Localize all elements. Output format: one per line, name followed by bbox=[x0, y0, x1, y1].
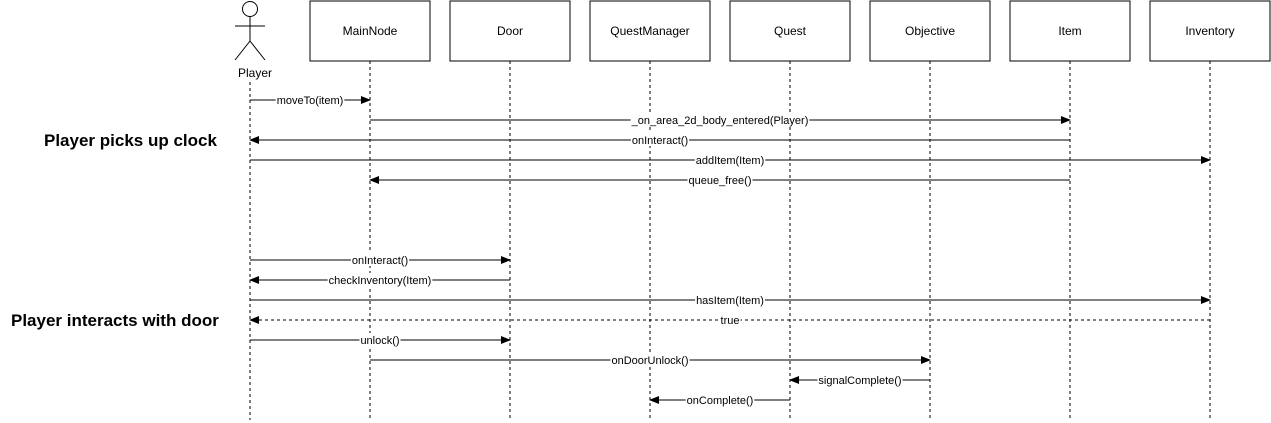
message-label-background bbox=[327, 273, 433, 286]
message-label: onInteract() bbox=[632, 135, 688, 147]
actor-objective: Objective bbox=[869, 0, 991, 62]
actor-label-objective: Objective bbox=[905, 24, 955, 38]
message-label-background bbox=[817, 373, 903, 386]
message-11: signalComplete() bbox=[789, 373, 930, 387]
actor-label-player: Player bbox=[238, 66, 272, 80]
message-label: hasItem(Item) bbox=[696, 295, 764, 307]
message-label-background bbox=[687, 173, 753, 186]
message-10: onDoorUnlock() bbox=[370, 353, 931, 367]
actor-label-mainnode: MainNode bbox=[343, 24, 398, 38]
actor-item: Item bbox=[1009, 0, 1131, 62]
actor-questmanager: QuestManager bbox=[589, 0, 711, 62]
message-label-background bbox=[350, 253, 410, 266]
stick-figure-head bbox=[242, 1, 258, 17]
actor-label-door: Door bbox=[497, 24, 523, 38]
message-label: checkInventory(Item) bbox=[329, 275, 432, 287]
actor-box-quest bbox=[729, 0, 851, 62]
message-8: true bbox=[249, 313, 1210, 327]
actor-box-mainnode bbox=[309, 0, 431, 62]
actor-label-questmanager: QuestManager bbox=[610, 24, 689, 38]
actor-inventory: Inventory bbox=[1149, 0, 1271, 62]
message-7: hasItem(Item) bbox=[250, 293, 1211, 307]
message-label: unlock() bbox=[360, 335, 399, 347]
actor-quest: Quest bbox=[729, 0, 851, 62]
message-label: onInteract() bbox=[352, 255, 408, 267]
message-label-background bbox=[694, 153, 766, 166]
stick-figure-legs bbox=[234, 40, 266, 61]
actor-mainnode: MainNode bbox=[309, 0, 431, 62]
message-label-background bbox=[630, 133, 690, 146]
actor-box-item bbox=[1009, 0, 1131, 62]
actor-box-inventory bbox=[1149, 0, 1271, 62]
actor-label-inventory: Inventory bbox=[1185, 24, 1234, 38]
actor-label-quest: Quest bbox=[774, 24, 807, 38]
message-label: moveTo(item) bbox=[277, 95, 344, 107]
message-3: addItem(Item) bbox=[250, 153, 1211, 167]
message-6: checkInventory(Item) bbox=[249, 273, 510, 287]
message-label: queue_free() bbox=[689, 175, 752, 187]
message-2: onInteract() bbox=[249, 133, 1070, 147]
message-label: onComplete() bbox=[687, 395, 754, 407]
message-12: onComplete() bbox=[649, 393, 790, 407]
message-label: _on_area_2d_body_entered(Player) bbox=[631, 115, 809, 127]
actor-box-questmanager bbox=[589, 0, 711, 62]
message-label-background bbox=[695, 293, 765, 306]
message-label-background bbox=[275, 93, 345, 106]
message-1: _on_area_2d_body_entered(Player) bbox=[370, 113, 1071, 127]
message-label: onDoorUnlock() bbox=[611, 355, 688, 367]
message-label: signalComplete() bbox=[818, 375, 901, 387]
message-label: true bbox=[721, 315, 740, 327]
message-label-background bbox=[630, 113, 810, 126]
section-label-pickup: Player picks up clock bbox=[44, 131, 217, 150]
message-label-background bbox=[719, 313, 741, 326]
actor-box-objective bbox=[869, 0, 991, 62]
message-label-background bbox=[610, 353, 690, 366]
actor-door: Door bbox=[449, 0, 571, 62]
actor-box-door bbox=[449, 0, 571, 62]
message-0: moveTo(item) bbox=[250, 93, 371, 107]
message-label: addItem(Item) bbox=[696, 155, 764, 167]
section-label-door: Player interacts with door bbox=[11, 311, 219, 330]
message-label-background bbox=[359, 333, 401, 346]
message-9: unlock() bbox=[250, 333, 511, 347]
message-4: queue_free() bbox=[369, 173, 1070, 187]
actor-label-item: Item bbox=[1058, 24, 1081, 38]
actor-player: Player bbox=[234, 1, 272, 80]
message-5: onInteract() bbox=[250, 253, 511, 267]
message-label-background bbox=[685, 393, 755, 406]
